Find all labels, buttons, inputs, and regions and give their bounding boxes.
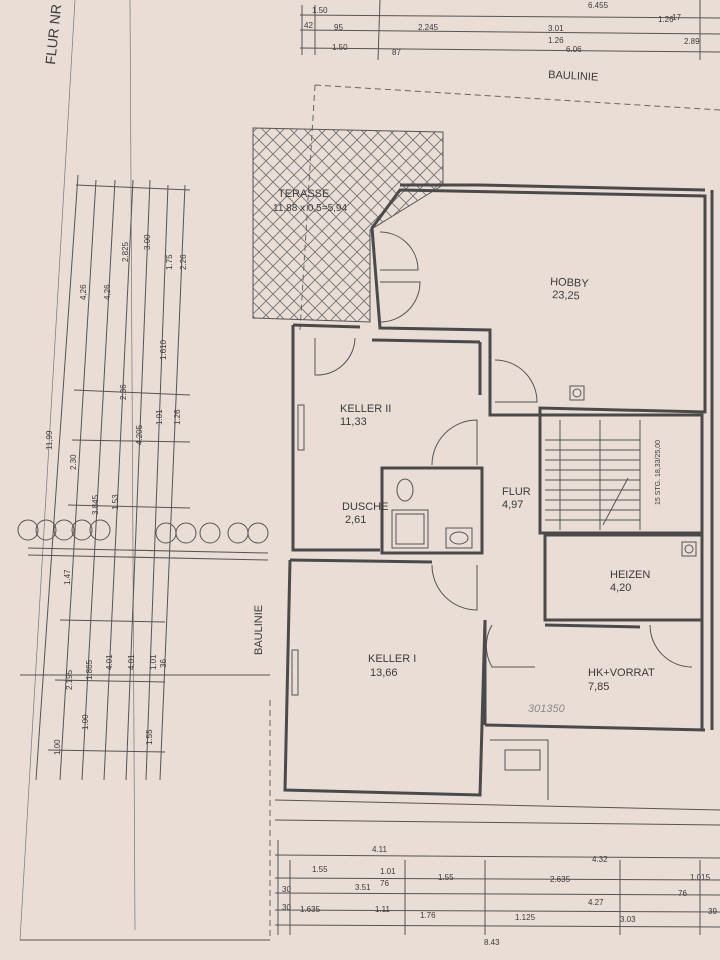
bottom-dim: 1.01 xyxy=(380,867,396,876)
top-dim: 6.06 xyxy=(566,45,582,54)
bottom-dim: 1.76 xyxy=(420,911,436,920)
room-name-dusche: DUSCHE xyxy=(342,501,388,513)
room-name-terasse: TERASSE xyxy=(278,188,329,200)
left-dim: 1.865 xyxy=(85,659,94,680)
bottom-dim: 30 xyxy=(282,903,291,912)
left-dim: 1.55 xyxy=(145,729,154,745)
left-dimensions: 11,99 4,26 4,26 2.825 3.00 1.75 2.26 1.6… xyxy=(35,174,191,781)
room-area-heizen: 4,20 xyxy=(610,582,631,594)
left-dim: 2.825 xyxy=(121,241,130,262)
left-dim: 4,26 xyxy=(79,284,88,300)
room-area-flur: 4,97 xyxy=(502,499,523,511)
room-name-heizen: HEIZEN xyxy=(610,569,650,581)
left-dim: 4,26 xyxy=(103,284,112,300)
bottom-dim: 8.43 xyxy=(484,938,500,947)
top-dim: 87 xyxy=(392,48,401,57)
left-dim: 1.00 xyxy=(81,714,90,730)
left-dim: 2.26 xyxy=(179,254,188,270)
building-walls xyxy=(283,183,714,800)
baulinie-left-label: BAULINIE xyxy=(253,605,265,655)
left-dim: 1.53 xyxy=(111,494,120,510)
top-dim: 95 xyxy=(334,23,343,32)
bottom-dim: 1.125 xyxy=(515,913,536,922)
left-dim: 4.01 xyxy=(105,654,114,670)
bottom-dim: 3.51 xyxy=(355,883,371,892)
left-dim: 1.01 xyxy=(155,409,164,425)
left-dim: 3.00 xyxy=(143,234,152,250)
bottom-dim: 1.55 xyxy=(438,873,454,882)
room-name-keller1: KELLER I xyxy=(368,653,416,665)
left-dim: 1.47 xyxy=(63,569,72,585)
left-dim: 4.205 xyxy=(135,424,144,445)
flur-nr-label: FLUR NR xyxy=(42,3,64,65)
top-dim: 2.89 xyxy=(684,37,700,46)
bottom-dim: 76 xyxy=(678,889,687,898)
left-dim: 1.26 xyxy=(173,409,182,425)
top-dim: 1.26 xyxy=(658,15,674,24)
left-dim: 11,99 xyxy=(45,430,54,450)
room-area-hk-vorrat: 7,85 xyxy=(588,681,609,693)
property-lines xyxy=(19,0,720,941)
room-name-hk-vorrat: HK+VORRAT xyxy=(588,667,655,679)
bottom-dim: 1.11 xyxy=(375,905,391,914)
handwritten-note: 301350 xyxy=(528,703,566,715)
fixtures xyxy=(291,385,697,696)
terrace-area: TERASSE 11,88 x 0,5=5,94 xyxy=(252,127,444,323)
left-dim: 36 xyxy=(159,659,168,668)
baulinie-top-label: BAULINIE xyxy=(548,69,599,84)
bottom-dim: 2.635 xyxy=(550,875,571,884)
bottom-dim: 39 xyxy=(708,907,717,916)
room-area-terasse: 11,88 x 0,5=5,94 xyxy=(273,203,347,214)
top-dim: 17 xyxy=(672,13,681,22)
room-area-dusche: 2,61 xyxy=(345,514,366,526)
bottom-dim: 4.32 xyxy=(592,855,608,864)
top-dim: 1.50 xyxy=(312,6,328,15)
shrub-symbols xyxy=(17,519,269,544)
bottom-dim: 30 xyxy=(282,885,291,894)
door-swings xyxy=(314,231,693,668)
top-dim: 3.01 xyxy=(548,24,564,33)
top-dim: 2.245 xyxy=(418,23,439,32)
left-dim: 2.195 xyxy=(65,669,74,690)
left-dim: 1.00 xyxy=(53,739,62,755)
top-dim: 1.50 xyxy=(332,43,348,52)
bottom-dim: 1.015 xyxy=(690,873,711,882)
bottom-dim: 4.27 xyxy=(588,898,604,907)
top-dim: 42 xyxy=(304,21,313,30)
room-area-hobby: 23,25 xyxy=(552,289,580,302)
room-name-flur: FLUR xyxy=(502,486,531,498)
bottom-dimensions: 4.11 4.32 1.55 1.01 1.55 2.635 1.015 3.5… xyxy=(274,840,720,947)
room-name-hobby: HOBBY xyxy=(550,276,590,290)
left-dim: 1.75 xyxy=(165,254,174,270)
bottom-dim: 1.635 xyxy=(300,905,321,914)
left-dim: 3.845 xyxy=(91,494,100,515)
left-dim: 2.30 xyxy=(69,454,78,470)
bottom-dim: 1.55 xyxy=(312,865,328,874)
room-area-keller2: 11,33 xyxy=(340,416,367,428)
stairs: 15 STG. 18,33/25,00 xyxy=(545,420,662,530)
bottom-dim: 3.03 xyxy=(620,915,636,924)
bottom-dim: 76 xyxy=(380,879,389,888)
bottom-dim: 4.11 xyxy=(372,845,388,854)
room-area-keller1: 13,66 xyxy=(370,667,398,679)
stair-note: 15 STG. 18,33/25,00 xyxy=(655,440,662,505)
top-dimensions: 1.50 6.455 17 42 95 2.245 3.01 2.89 1.50… xyxy=(299,0,720,61)
left-dim: 2.36 xyxy=(119,384,128,400)
room-labels: HOBBY 23,25 KELLER II 11,33 DUSCHE 2,61 … xyxy=(340,276,655,715)
left-dim: 4.01 xyxy=(127,654,136,670)
left-dim: 1.01 xyxy=(149,654,158,670)
room-name-keller2: KELLER II xyxy=(340,403,391,415)
top-dim: 6.455 xyxy=(588,1,609,10)
top-dim: 1.26 xyxy=(548,36,564,45)
left-dim: 1.610 xyxy=(159,339,168,360)
